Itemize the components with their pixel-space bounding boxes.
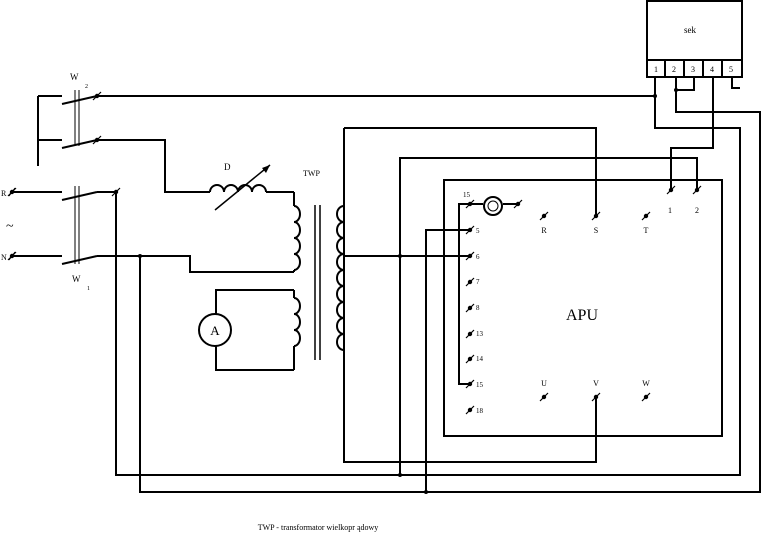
thermal-fuse-inner	[487, 200, 499, 212]
terminal-slash	[465, 277, 475, 287]
terminal-slash	[465, 303, 475, 313]
n-input-label: N	[1, 253, 7, 262]
reactor-arrow	[214, 164, 271, 211]
sek-pin-1: 1	[654, 65, 658, 74]
sek-pin-4: 4	[710, 65, 714, 74]
apu-unit: APU R S T 1 2 U V W 15 5 6 7 8 13 14 15 …	[443, 179, 723, 437]
terminal-marks	[7, 91, 702, 415]
terminal-slash	[666, 185, 676, 195]
terminal-slash	[641, 211, 651, 221]
terminal-slash	[92, 91, 102, 101]
terminal-slash	[465, 379, 475, 389]
apu-u-label: U	[541, 379, 547, 388]
wire-sec-s	[344, 127, 597, 216]
thermal-fuse	[483, 196, 503, 216]
apu-label: APU	[566, 307, 598, 324]
terminal-slash	[92, 135, 102, 145]
w2-label: W	[70, 72, 79, 82]
w1-label: W	[72, 274, 81, 284]
wire-apu-2	[399, 157, 698, 256]
apu-w-label: W	[642, 379, 650, 388]
terminal-slash	[7, 187, 17, 197]
terminal-slash	[539, 211, 549, 221]
terminal-slash	[692, 185, 702, 195]
term-5-label: 5	[476, 227, 480, 235]
w2-sub: 2	[85, 84, 88, 90]
apu-s-label: S	[594, 226, 598, 235]
term-15b-label: 15	[476, 381, 484, 389]
sek-pin-3: 3	[691, 65, 695, 74]
reactor-d: D	[209, 162, 294, 211]
wire-term-15-loop	[458, 203, 470, 385]
wiring	[97, 77, 761, 493]
wire-w1-primary	[97, 255, 294, 273]
apu-t-label: T	[644, 226, 649, 235]
terminal-slash	[591, 392, 601, 402]
apu-1-label: 1	[668, 206, 672, 215]
terminal-slash	[465, 405, 475, 415]
ammeter-label: A	[210, 323, 220, 338]
transformer-twp: TWP	[293, 169, 345, 360]
sek-pin-2: 2	[672, 65, 676, 74]
ammeter-circuit: A	[198, 289, 301, 371]
term-6-label: 6	[476, 253, 480, 261]
term-8-label: 8	[476, 304, 480, 312]
junction-dot	[424, 490, 428, 494]
wire-sec-v	[343, 128, 597, 463]
caption: TWP - transformator wielkopr ądowy	[258, 523, 379, 532]
terminal-slash	[465, 354, 475, 364]
terminal-slash	[111, 187, 121, 197]
sek-pin-5: 5	[729, 65, 733, 74]
wire-w1-loop-a	[97, 96, 741, 476]
terminal-slash	[7, 251, 17, 261]
terminal-slash	[465, 225, 475, 235]
terminal-slash	[465, 251, 475, 261]
apu-2-label: 2	[695, 206, 699, 215]
mains-input: R N ~ W 1	[1, 186, 98, 292]
ammeter	[198, 313, 232, 347]
terminal-slash	[465, 329, 475, 339]
terminal-slash	[539, 392, 549, 402]
reactor-arrowhead	[262, 165, 270, 173]
wire-term-5	[425, 229, 470, 492]
junctions	[138, 88, 678, 494]
reactor-label: D	[224, 162, 231, 172]
apu-box	[443, 179, 723, 437]
terminal-slash	[465, 199, 475, 209]
twp-primary-coil	[293, 205, 301, 271]
ac-symbol: ~	[6, 219, 14, 234]
wire-w1-loop-b	[139, 77, 761, 493]
term-13-label: 13	[476, 330, 484, 338]
junction-dot	[398, 473, 402, 477]
term-14-label: 14	[476, 355, 484, 363]
junction-dot	[674, 88, 678, 92]
terminal-slash	[513, 199, 523, 209]
sek-label: sek	[684, 25, 696, 35]
junction-dot	[653, 94, 657, 98]
twp-label: TWP	[303, 169, 320, 178]
w1-sub: 1	[87, 286, 90, 292]
junction-dot	[138, 254, 142, 258]
wire-sek-4	[670, 77, 714, 190]
wire-w2-reactor	[97, 139, 210, 193]
terminal-slash	[591, 211, 601, 221]
terminal-slash	[641, 392, 651, 402]
wire-sek-5	[731, 77, 740, 89]
term-18-label: 18	[476, 407, 484, 415]
term-15a-label: 15	[463, 191, 471, 199]
switch-w2: W 2	[37, 72, 98, 166]
ammeter-coil	[293, 297, 301, 347]
apu-v-label: V	[593, 379, 599, 388]
junction-dot	[398, 254, 402, 258]
wire-sek-3	[676, 77, 695, 91]
wire-w2-sek1	[97, 77, 656, 97]
apu-r-label: R	[541, 226, 547, 235]
twp-secondary-coil	[336, 205, 345, 351]
sek-controller: sek 1 2 3 4 5	[646, 0, 743, 78]
term-7-label: 7	[476, 278, 480, 286]
r-input-label: R	[1, 189, 7, 198]
